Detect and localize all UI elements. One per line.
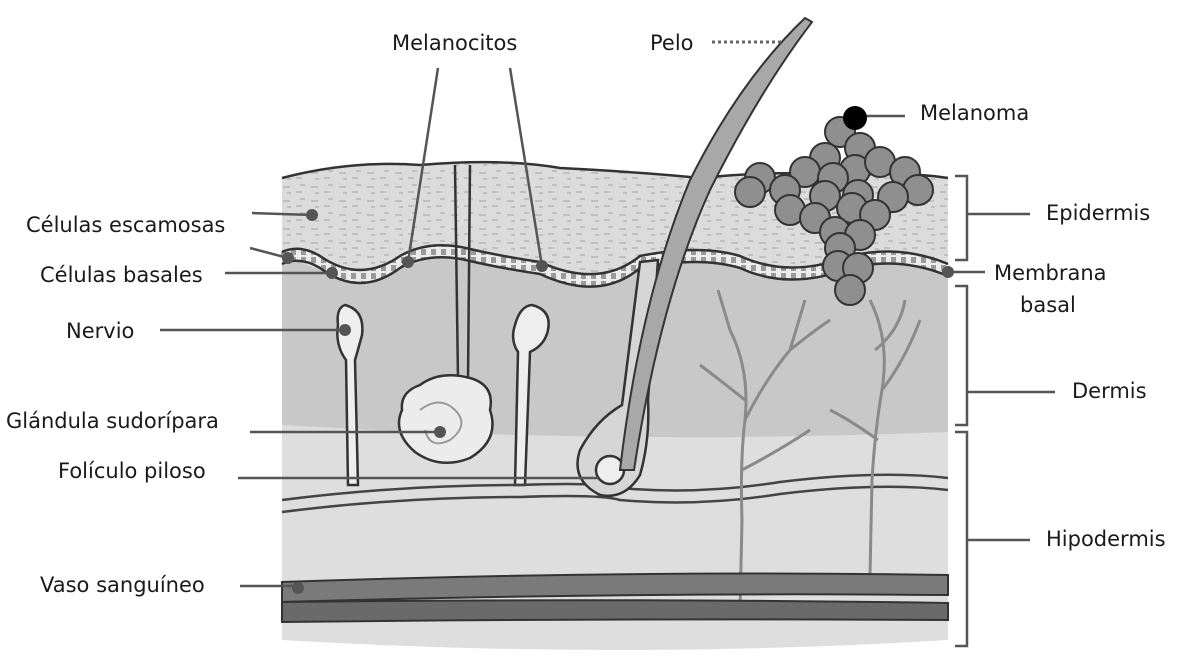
dot-vaso <box>292 582 304 594</box>
label-epidermis: Epidermis <box>1046 201 1150 225</box>
dot-celulas-basales-a <box>282 252 294 264</box>
label-melanoma: Melanoma <box>920 101 1029 125</box>
label-foliculo-piloso: Folículo piloso <box>58 459 206 483</box>
label-vaso-sanguineo: Vaso sanguíneo <box>40 573 205 597</box>
glandula-sudoripara-shape <box>399 375 493 463</box>
label-membrana-basal-line2: basal <box>1020 293 1076 317</box>
dot-membrana-basal <box>942 266 954 278</box>
label-pelo: Pelo <box>650 31 694 55</box>
dot-nervio <box>339 324 351 336</box>
label-dermis: Dermis <box>1072 379 1147 403</box>
label-celulas-basales: Células basales <box>40 263 203 287</box>
dot-celulas-basales-b <box>326 267 338 279</box>
dot-glandula <box>434 426 446 438</box>
label-glandula-sudoripara: Glándula sudorípara <box>6 409 219 433</box>
dot-melanoma <box>843 106 867 130</box>
dot-celulas-escamosas <box>306 209 318 221</box>
label-membrana-basal-line1: Membrana <box>994 261 1107 285</box>
label-nervio: Nervio <box>66 319 134 343</box>
bracket-hipodermis <box>955 432 1030 646</box>
label-celulas-escamosas: Células escamosas <box>26 213 225 237</box>
label-hipodermis: Hipodermis <box>1046 527 1166 551</box>
label-melanocitos: Melanocitos <box>392 31 517 55</box>
vaso-sanguineo-2 <box>282 600 948 622</box>
bracket-epidermis <box>955 176 1030 260</box>
